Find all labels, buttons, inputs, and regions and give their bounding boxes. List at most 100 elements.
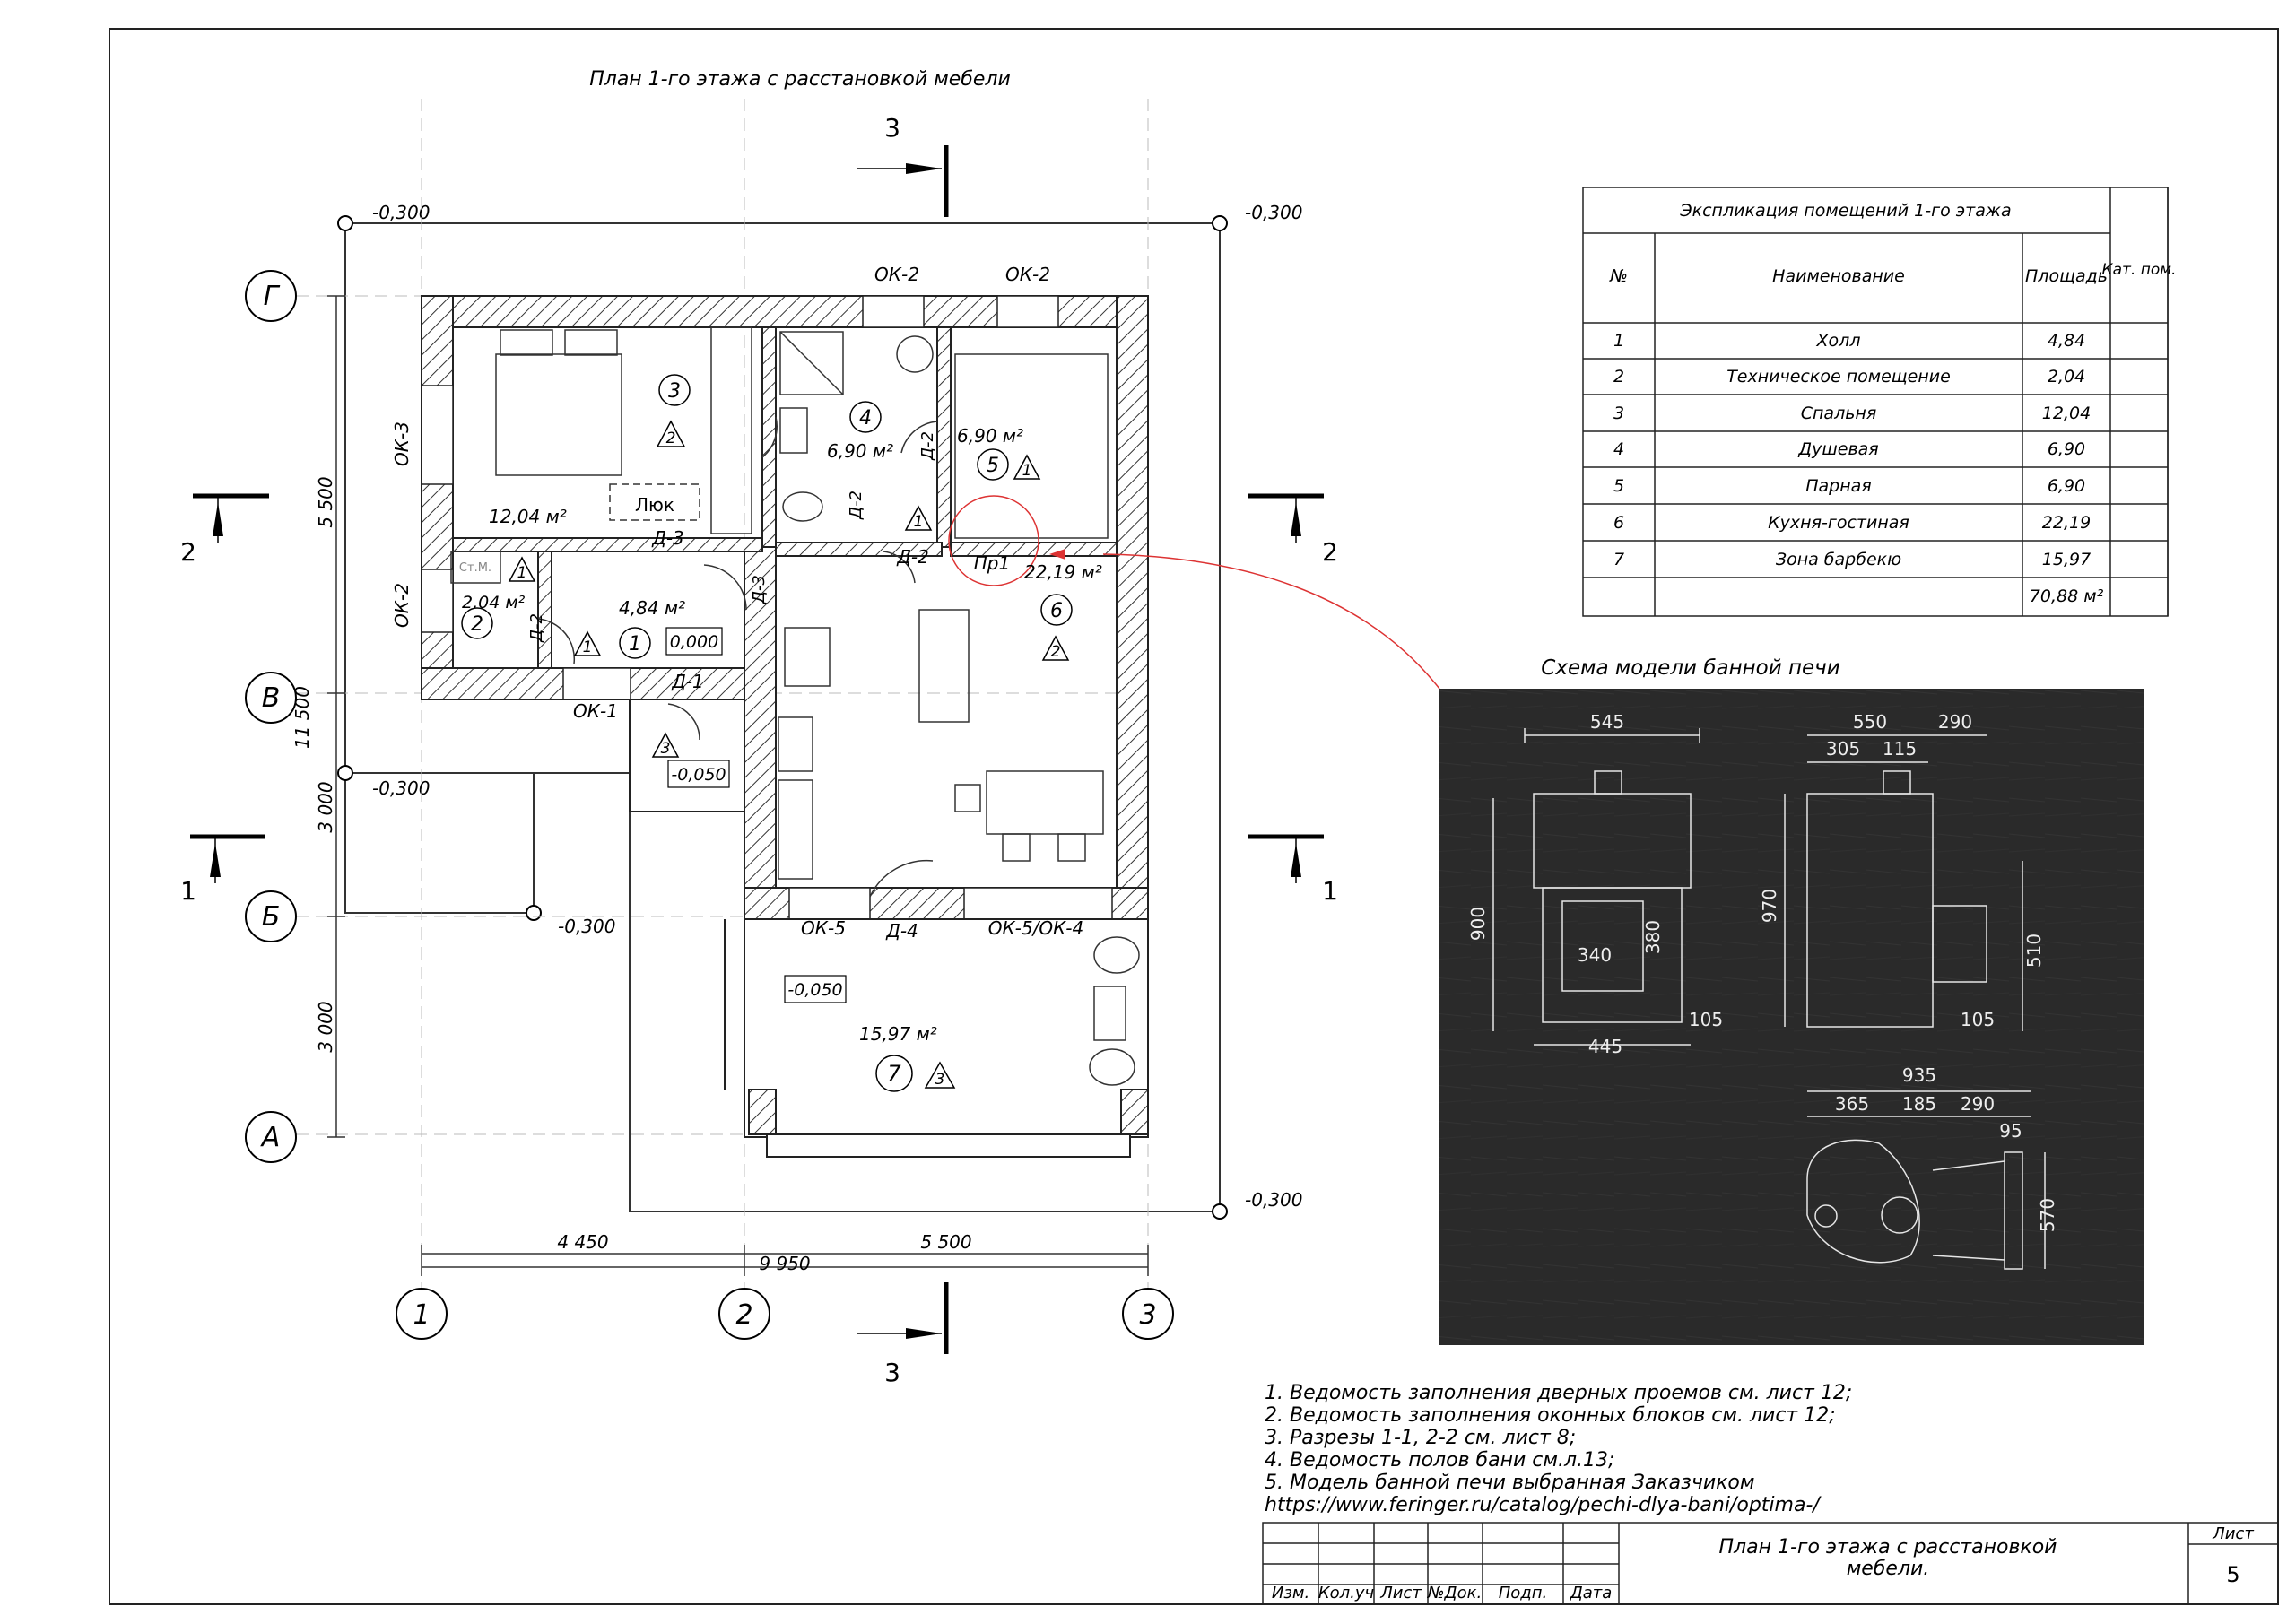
explication-table xyxy=(1582,187,2169,617)
stove-dim-445: 445 xyxy=(1588,1036,1622,1057)
stove-dim-95: 95 xyxy=(1999,1120,2022,1142)
row6-name: Кухня-гостиная xyxy=(1768,513,1909,533)
stove-dim-570: 570 xyxy=(2037,1198,2058,1232)
row1-name: Холл xyxy=(1816,331,1861,351)
explication-header-num: № xyxy=(1609,266,1628,286)
door-label-d3: Д-3 xyxy=(651,527,684,549)
row4-name: Душевая xyxy=(1797,439,1878,459)
window-label-ok2-c: ОК-2 xyxy=(391,583,413,628)
hatch-box xyxy=(609,483,700,521)
section-1-left xyxy=(190,834,265,883)
axis-label-3: 3 xyxy=(1139,1299,1156,1331)
walls xyxy=(421,295,1149,920)
row5-num: 5 xyxy=(1613,476,1624,496)
axis-bubble-g xyxy=(245,270,297,322)
kitchen-counter xyxy=(778,779,813,880)
window-label-ok3: ОК-3 xyxy=(391,421,413,466)
window-label-ok2-b: ОК-2 xyxy=(1005,264,1050,285)
stamp-col-koluch: Кол.уч xyxy=(1318,1584,1374,1602)
dim-4450: 4 450 xyxy=(557,1231,608,1253)
row1-area: 4,84 xyxy=(2048,331,2085,351)
stove-panel xyxy=(1439,689,2144,1345)
toilet xyxy=(782,491,823,522)
door-swings xyxy=(537,416,938,898)
door-label-d2-b: Д-2 xyxy=(847,491,865,520)
section-label-2-left: 2 xyxy=(180,537,196,567)
axis-numbers: 1 2 3 xyxy=(396,1288,1174,1340)
door-label-d2-c: Д-2 xyxy=(896,546,929,568)
sauna-bench xyxy=(954,353,1109,539)
level-bottom-right: -0,300 xyxy=(1245,1189,1302,1211)
axis-label-g: Г xyxy=(264,281,281,312)
dim-3000-a: 3 000 xyxy=(315,781,336,832)
row3-num: 3 xyxy=(1613,404,1624,423)
wardrobe xyxy=(710,326,752,534)
room6-area: 22,19 м² xyxy=(1024,561,1102,583)
stove-dim-290: 290 xyxy=(1938,711,1972,733)
stove-dim-105-a: 105 xyxy=(1689,1009,1723,1030)
window-label-ok1: ОК-1 xyxy=(573,700,618,722)
door-label-d3-b: Д-3 xyxy=(750,575,769,604)
title-block xyxy=(1262,1522,2279,1605)
row4-num: 4 xyxy=(1613,439,1624,459)
dim-5500: 5 500 xyxy=(315,476,336,527)
room1-num: 1 xyxy=(629,633,641,656)
level-mid-left: -0,300 xyxy=(372,777,430,799)
axis-label-2: 2 xyxy=(735,1299,752,1331)
terrace-step xyxy=(766,1133,1131,1158)
sink xyxy=(779,407,808,454)
terrace-outline xyxy=(744,918,1149,1138)
row3-area: 12,04 xyxy=(2042,404,2091,423)
dim-5500-h: 5 500 xyxy=(920,1231,971,1253)
axis-label-b: Б xyxy=(262,901,281,933)
room2-num: 2 xyxy=(471,613,483,636)
room5-cat: 1 xyxy=(1022,462,1032,480)
window-label-ok5: ОК-5 xyxy=(801,917,846,939)
stove-dim-305: 305 xyxy=(1826,738,1860,760)
room5-area: 6,90 м² xyxy=(957,425,1023,447)
stove-dim-900: 900 xyxy=(1467,907,1489,941)
note-2: 2. Ведомость заполнения оконных блоков с… xyxy=(1265,1404,1836,1427)
row2-area: 2,04 xyxy=(2048,367,2085,386)
axis-label-v: В xyxy=(262,682,281,714)
section-label-1-left: 1 xyxy=(180,876,196,906)
note-3: 3. Разрезы 1-1, 2-2 см. лист 8; xyxy=(1265,1427,1576,1449)
plan-title: План 1-го этажа с расстановкой мебели xyxy=(589,68,1011,91)
room4-area: 6,90 м² xyxy=(827,440,893,462)
stamp-col-izm: Изм. xyxy=(1272,1584,1309,1602)
section-label-2-right: 2 xyxy=(1322,537,1338,567)
row3-name: Спальня xyxy=(1801,404,1877,423)
porch xyxy=(629,699,745,812)
stove xyxy=(784,627,831,687)
axis-bubble-v xyxy=(245,672,297,724)
axis-label-a: А xyxy=(260,1122,281,1153)
level-top-left: -0,300 xyxy=(372,202,430,223)
row7-area: 15,97 xyxy=(2042,550,2091,569)
row2-name: Техническое помещение xyxy=(1726,367,1951,386)
stove-dim-380: 380 xyxy=(1642,920,1664,954)
level-mid2: -0,300 xyxy=(558,916,615,937)
stove-drawing xyxy=(1492,728,2046,1270)
explication-header-name: Наименование xyxy=(1772,266,1905,286)
row7-name: Зона барбекю xyxy=(1776,550,1901,569)
category-triangles xyxy=(508,420,1070,1089)
note-1: 1. Ведомость заполнения дверных проемов … xyxy=(1265,1382,1852,1404)
room3-num: 3 xyxy=(668,380,681,403)
dining-table xyxy=(986,770,1104,835)
section-label-3-bottom: 3 xyxy=(884,1358,900,1387)
room6-cat: 2 xyxy=(1051,643,1061,661)
sheet-frame xyxy=(109,28,2279,1605)
explication-header-cat: Кат. пом. xyxy=(2102,261,2177,279)
section-2-right xyxy=(1248,493,1324,543)
axis-label-1: 1 xyxy=(413,1299,430,1331)
grill xyxy=(1093,986,1126,1041)
stamp-title-line2: мебели. xyxy=(1847,1558,1930,1580)
shower-tray xyxy=(779,331,844,395)
porch-cat: 3 xyxy=(661,740,671,758)
explication-rows: 1 Холл 4,84 2 Техническое помещение 2,04… xyxy=(1613,331,2104,606)
room4-num: 4 xyxy=(859,407,872,430)
room5-num: 5 xyxy=(987,455,999,477)
row6-area: 22,19 xyxy=(2042,513,2091,533)
stm-label: Ст.М. xyxy=(459,561,491,575)
